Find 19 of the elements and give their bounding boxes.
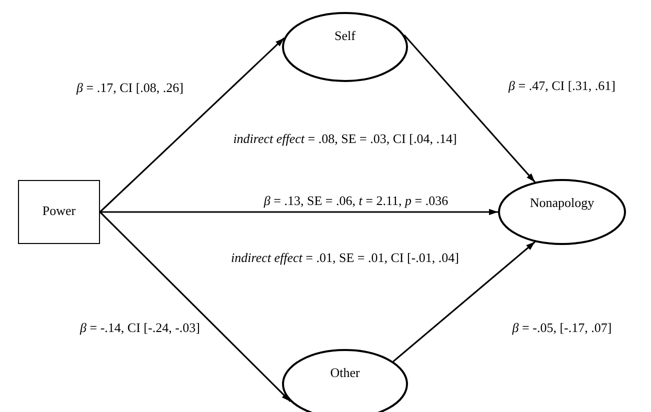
arrow — [404, 34, 536, 183]
variable-ellipse — [498, 179, 626, 245]
arrow — [392, 241, 536, 362]
edge-label: β = .13, SE = .06, t = 2.11, p = .036 — [264, 193, 448, 209]
indirect-effect-note: indirect effect = .01, SE = .01, CI [-.01, .04] — [231, 250, 459, 266]
variable-name: Self — [334, 28, 356, 44]
arrow — [100, 208, 498, 216]
edge-label: β = .17, CI [.08, .26] — [76, 80, 184, 96]
arrow — [99, 37, 285, 213]
edge-label: β = .47, CI [.31, .61] — [508, 78, 616, 94]
edge-label: β = -.14, CI [-.24, -.03] — [80, 320, 200, 336]
variable-ellipse — [282, 12, 408, 82]
indirect-effect-note: indirect effect = .08, SE = .03, CI [.04, .14] — [233, 131, 457, 147]
variable-name: Other — [329, 365, 361, 381]
variable-name: Power — [41, 203, 77, 220]
variable-name: Nonapology — [528, 195, 596, 211]
variable-box — [18, 180, 100, 244]
edge-label: β = -.05, [-.17, .07] — [512, 320, 612, 336]
arrow — [99, 211, 291, 402]
